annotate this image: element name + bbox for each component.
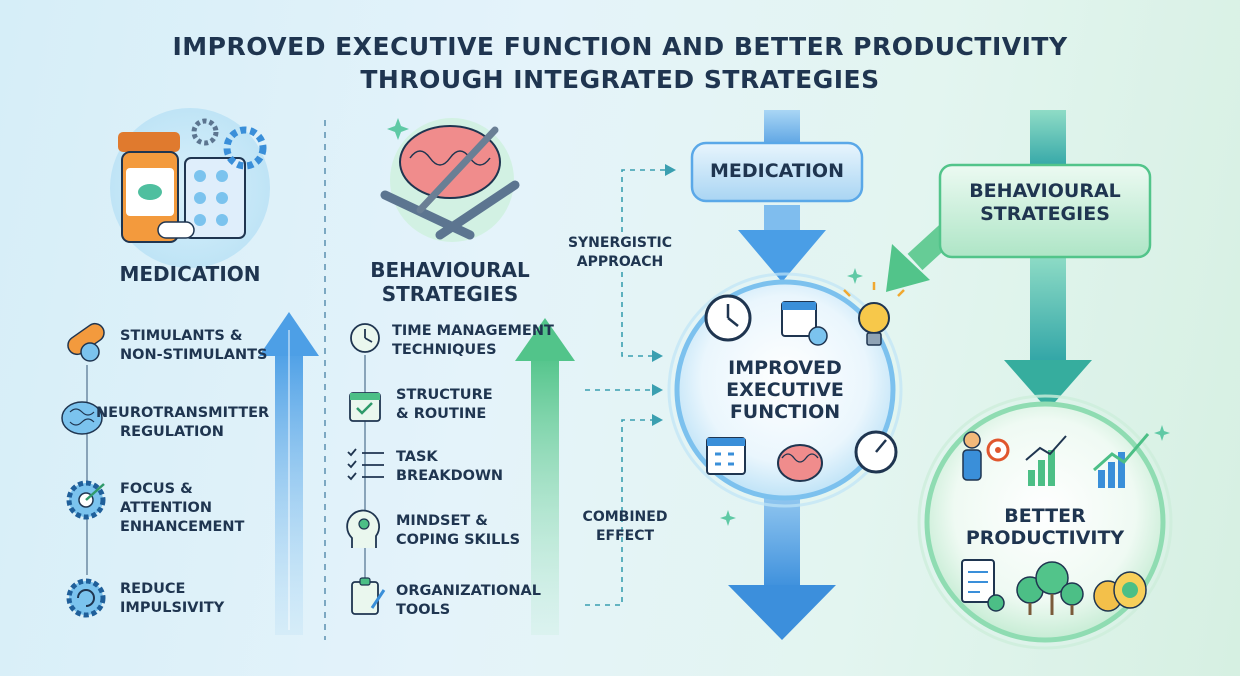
calendar-clock-icon bbox=[781, 301, 828, 346]
behavioural-box-frame bbox=[938, 163, 1152, 259]
medication-box-frame bbox=[690, 141, 864, 203]
middle-item-task-breakdown: TASK BREAKDOWN bbox=[396, 449, 504, 484]
brain-icon bbox=[61, 401, 103, 435]
medication-box: MEDICATION bbox=[710, 160, 844, 182]
money-bags-icon bbox=[1093, 571, 1147, 612]
behavioural-box: BEHAVIOURAL STRATEGIES bbox=[969, 180, 1121, 225]
executive-function-label: IMPROVED EXECUTIVE FUNCTION bbox=[726, 357, 844, 423]
sparkle-decorations bbox=[387, 118, 1170, 526]
growth-chart-icon bbox=[1093, 433, 1150, 488]
head-gear-icon bbox=[346, 509, 381, 548]
gear-target-icon bbox=[66, 480, 106, 520]
calendar-grid-icon bbox=[706, 437, 746, 475]
middle-item-time-management: TIME MANAGEMENT TECHNIQUES bbox=[392, 323, 554, 358]
calendar-check-icon bbox=[349, 392, 381, 422]
left-item-stimulants: STIMULANTS & NON-STIMULANTS bbox=[120, 328, 268, 363]
medication-heading: MEDICATION bbox=[119, 262, 261, 286]
left-item-focus: FOCUS & ATTENTION ENHANCEMENT bbox=[120, 481, 245, 535]
middle-item-structure: STRUCTURE & ROUTINE bbox=[396, 387, 493, 422]
medication-icon bbox=[110, 108, 270, 268]
wall-clock-icon bbox=[704, 294, 752, 342]
clock-icon bbox=[350, 323, 380, 353]
checklist-icon bbox=[347, 448, 384, 481]
gear-refresh-icon bbox=[66, 578, 106, 618]
synergistic-approach-label: SYNERGISTIC APPROACH bbox=[567, 235, 673, 270]
brain-center-icon bbox=[777, 444, 823, 482]
clipboard-icon bbox=[351, 577, 386, 615]
page-title: IMPROVED EXECUTIVE FUNCTION AND BETTER P… bbox=[0, 30, 1240, 96]
bar-chart-icon bbox=[1025, 435, 1067, 486]
dashed-connectors bbox=[585, 169, 665, 606]
title-line-1: IMPROVED EXECUTIVE FUNCTION AND BETTER P… bbox=[172, 32, 1068, 61]
medication-up-arrow bbox=[259, 312, 319, 635]
dashed-arrowheads bbox=[652, 164, 676, 426]
left-item-impulsivity: REDUCE IMPULSIVITY bbox=[120, 581, 225, 616]
person-target-icon bbox=[962, 431, 1010, 481]
pill-capsule-icon bbox=[67, 322, 105, 362]
trees-icon bbox=[1016, 561, 1084, 615]
brain-tools-icon bbox=[380, 118, 520, 242]
combined-effect-label: COMBINED EFFECT bbox=[582, 509, 668, 544]
checklist-board-icon bbox=[961, 559, 1005, 612]
middle-item-mindset: MINDSET & COPING SKILLS bbox=[396, 513, 521, 548]
better-productivity-label: BETTER PRODUCTIVITY bbox=[965, 505, 1125, 549]
title-line-2: THROUGH INTEGRATED STRATEGIES bbox=[360, 65, 880, 94]
middle-item-organizational: ORGANIZATIONAL TOOLS bbox=[396, 583, 541, 618]
behavioural-flow-arrow bbox=[886, 110, 1092, 410]
lightbulb-icon bbox=[843, 282, 905, 346]
behavioural-heading: BEHAVIOURAL STRATEGIES bbox=[370, 258, 530, 306]
left-item-neurotransmitter: NEUROTRANSMITTER REGULATION bbox=[96, 405, 270, 440]
gauge-icon bbox=[854, 430, 898, 474]
behavioural-up-arrow bbox=[515, 318, 575, 635]
